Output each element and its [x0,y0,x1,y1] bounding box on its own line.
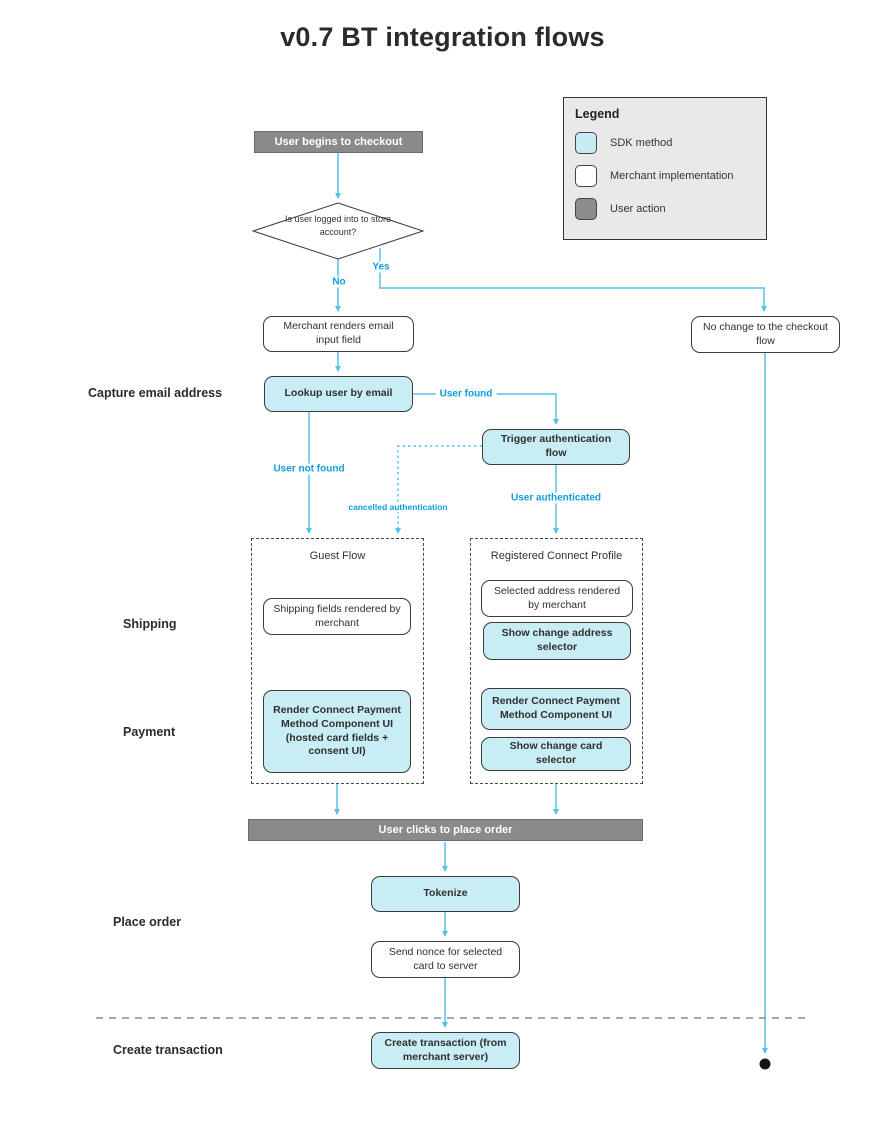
end-node-dot [759,1058,771,1070]
edge-yes-branch [379,248,767,312]
user-action-swatch [575,198,597,220]
decision-login-label: Is user logged into to store account? [284,214,392,238]
edge-cancelled-auth [395,445,482,534]
node-send-nonce-to-server: Send nonce for selected card to server [371,941,520,978]
legend-item-label: SDK method [610,137,673,149]
legend-title: Legend [575,107,620,121]
stage-label-shipping: Shipping [123,617,177,631]
legend-item-merchant: Merchant implementation [575,165,755,187]
guest-flow-container: Guest Flow [251,538,424,784]
merchant-implementation-swatch [575,165,597,187]
node-no-change-checkout: No change to the checkout flow [691,316,840,353]
node-create-transaction-server: Create transaction (from merchant server… [371,1032,520,1069]
decision-diamond-shape [251,202,425,260]
stage-label-payment: Payment [123,725,176,739]
edge-label-cancelled-authentication: cancelled authentication [344,502,452,512]
node-render-connect-payment-registered: Render Connect Payment Method Component … [481,688,631,730]
legend-item-label: Merchant implementation [610,170,734,182]
legend-item-label: User action [610,203,666,215]
edge-label-user-found: User found [435,388,497,400]
stage-label-place-order: Place order [113,915,182,929]
stage-label-create-transaction: Create transaction [113,1043,223,1057]
node-show-change-address-selector: Show change address selector [483,622,631,660]
edge-label-user-authenticated: User authenticated [506,492,606,504]
stage-label-capture-email: Capture email address [88,386,223,400]
guest-flow-title: Guest Flow [309,550,366,562]
node-selected-address-merchant: Selected address rendered by merchant [481,580,633,617]
registered-connect-profile-container: Registered Connect Profile [470,538,643,784]
node-render-connect-payment-guest: Render Connect Payment Method Component … [263,690,411,773]
legend-item-sdk: SDK method [575,132,755,154]
edge-label-no: No [328,276,350,288]
registered-profile-title: Registered Connect Profile [490,550,623,562]
page-title: v0.7 BT integration flows [280,22,605,52]
node-tokenize: Tokenize [371,876,520,912]
node-show-change-card-selector: Show change card selector [481,737,631,771]
legend-item-user: User action [575,198,755,220]
node-user-begins-checkout: User begins to checkout [254,131,423,153]
legend: Legend SDK method Merchant implementatio… [563,97,767,240]
node-lookup-user-by-email: Lookup user by email [264,376,413,412]
node-user-clicks-place-order: User clicks to place order [248,819,643,841]
sdk-method-swatch [575,132,597,154]
node-trigger-authentication-flow: Trigger authentication flow [482,429,630,465]
edge-label-user-not-found: User not found [269,463,349,475]
edge-label-yes: Yes [368,261,394,273]
node-shipping-fields-merchant: Shipping fields rendered by merchant [263,598,411,635]
node-merchant-renders-email: Merchant renders email input field [263,316,414,352]
